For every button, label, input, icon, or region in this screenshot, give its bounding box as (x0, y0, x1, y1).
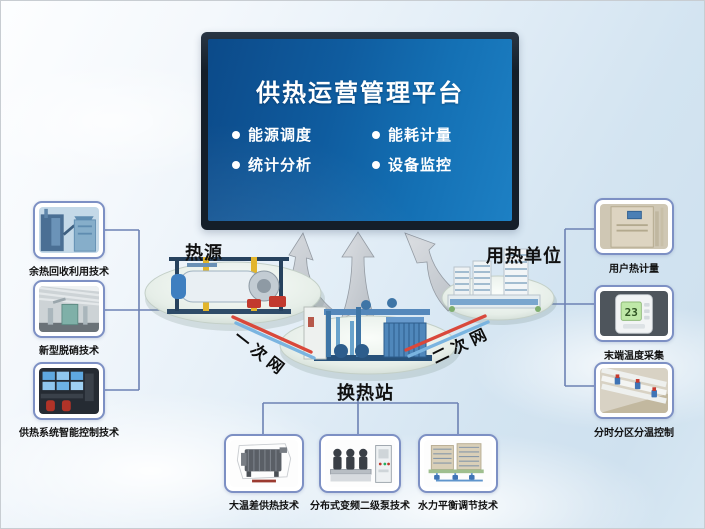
exchange-station-label: 换热站 (337, 383, 394, 404)
tech-box-denitration (33, 280, 105, 338)
heat-user-buildings (447, 248, 541, 312)
tech-label: 大温差供热技术 (229, 501, 299, 512)
feature-item: 设备监控 (372, 154, 488, 175)
bullet-icon (372, 160, 380, 169)
bullet-icon (232, 160, 240, 169)
feature-item: 统计分析 (232, 154, 348, 175)
svg-text:23: 23 (625, 306, 638, 319)
heat-user-label: 用热单位 (486, 246, 562, 267)
tech-box-heat-metering (594, 198, 674, 255)
feature-label: 能源调度 (248, 126, 313, 144)
bullet-icon (372, 130, 380, 139)
network-pipes (231, 314, 490, 360)
platform-title: 供热运营管理平台 (256, 79, 464, 107)
tech-label: 供热系统智能控制技术 (19, 428, 119, 439)
platform-feature-list: 能源调度 能耗计量 统计分析 设备监控 (232, 124, 488, 175)
tech-box-hydraulic-balance (418, 434, 498, 493)
tech-label: 余热回收利用技术 (29, 267, 109, 278)
secondary-network-pipe-return (407, 320, 490, 358)
primary-network-pipe-supply (231, 315, 313, 354)
photo-variable-frequency-pumps (325, 440, 395, 487)
primary-network-pipe-return (234, 321, 316, 360)
monitor-screen: 供热运营管理平台 能源调度 能耗计量 统计分析 设备监控 (208, 39, 512, 221)
feature-item: 能源调度 (232, 124, 348, 145)
photo-zone-control-pipes (600, 368, 668, 413)
tech-box-terminal-temperature: 23 (594, 285, 674, 342)
feature-label: 统计分析 (248, 156, 313, 174)
tech-box-waste-heat-recovery (33, 201, 105, 259)
tech-box-smart-control (33, 362, 105, 420)
management-platform-monitor: 供热运营管理平台 能源调度 能耗计量 统计分析 设备监控 (201, 32, 519, 230)
photo-heat-exchanger-unit (230, 440, 298, 487)
tech-label: 新型脱硝技术 (39, 346, 99, 357)
photo-thermostat: 23 (600, 291, 668, 336)
photo-waste-heat-recovery (39, 207, 99, 253)
connector-lines (104, 228, 594, 434)
tech-label: 末端温度采集 (604, 351, 664, 362)
tech-box-distributed-pump (319, 434, 401, 493)
tech-box-large-temp-difference (224, 434, 304, 493)
feature-label: 能耗计量 (388, 126, 453, 144)
feature-label: 设备监控 (388, 156, 453, 174)
tech-label: 水力平衡调节技术 (418, 501, 498, 512)
tech-label: 分时分区分温控制 (594, 428, 674, 439)
exchange-station-equipment (303, 298, 432, 361)
feature-item: 能耗计量 (372, 124, 488, 145)
bullet-icon (232, 130, 240, 139)
tech-label: 用户热计量 (609, 264, 659, 275)
tech-label: 分布式变频二级泵技术 (310, 501, 410, 512)
heat-source-equipment (167, 257, 291, 314)
photo-hydraulic-balance-buildings (424, 440, 492, 487)
photo-heat-metering-cabinet (600, 204, 668, 249)
secondary-network-pipe-supply (404, 314, 487, 352)
photo-denitration (39, 286, 99, 332)
heat-source-label: 热源 (185, 243, 223, 264)
tech-box-zone-temperature-control (594, 362, 674, 419)
photo-smart-control-room (39, 368, 99, 414)
